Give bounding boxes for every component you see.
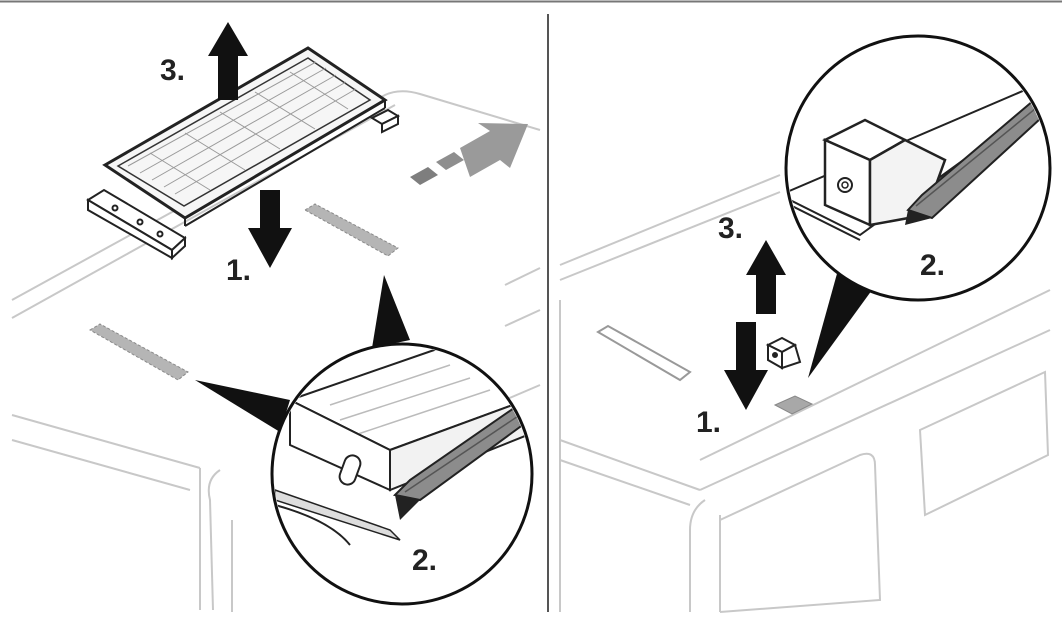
arrow-down-icon	[248, 190, 292, 268]
callout-pointer-right	[808, 270, 872, 378]
magnifier-circle: 2.	[784, 34, 1052, 302]
left-step-1-label: 1.	[226, 254, 251, 287]
solar-panel-frame	[102, 46, 388, 227]
right-step-3-label: 3.	[718, 212, 743, 245]
left-step-2-label: 2.	[412, 544, 437, 577]
right-panel: 3. 1.	[559, 34, 1052, 613]
arrow-up-icon	[208, 22, 248, 100]
arrow-right-icon	[410, 123, 528, 185]
left-panel: 3. 1.	[11, 22, 541, 612]
magnifier-circle: 2.	[270, 342, 534, 606]
clip-bracket	[86, 188, 187, 261]
arrow-up-icon	[746, 240, 786, 314]
panel-tab	[369, 108, 401, 134]
clip-slot	[773, 395, 814, 415]
left-step-3-label: 3.	[160, 54, 185, 87]
slot-strip-right	[303, 203, 399, 257]
clip-piece	[765, 336, 802, 370]
device-outline-right	[559, 174, 1051, 613]
callout-pointer-left	[195, 380, 290, 432]
panel-grid	[127, 61, 357, 195]
arrow-down-icon	[724, 322, 768, 410]
slot-strip-left	[89, 323, 189, 381]
right-step-1-label: 1.	[696, 406, 721, 439]
device-slot	[596, 324, 692, 382]
right-step-2-label: 2.	[920, 249, 945, 282]
screwdriver-icon	[392, 388, 530, 520]
callout-pointer-top	[372, 275, 410, 348]
